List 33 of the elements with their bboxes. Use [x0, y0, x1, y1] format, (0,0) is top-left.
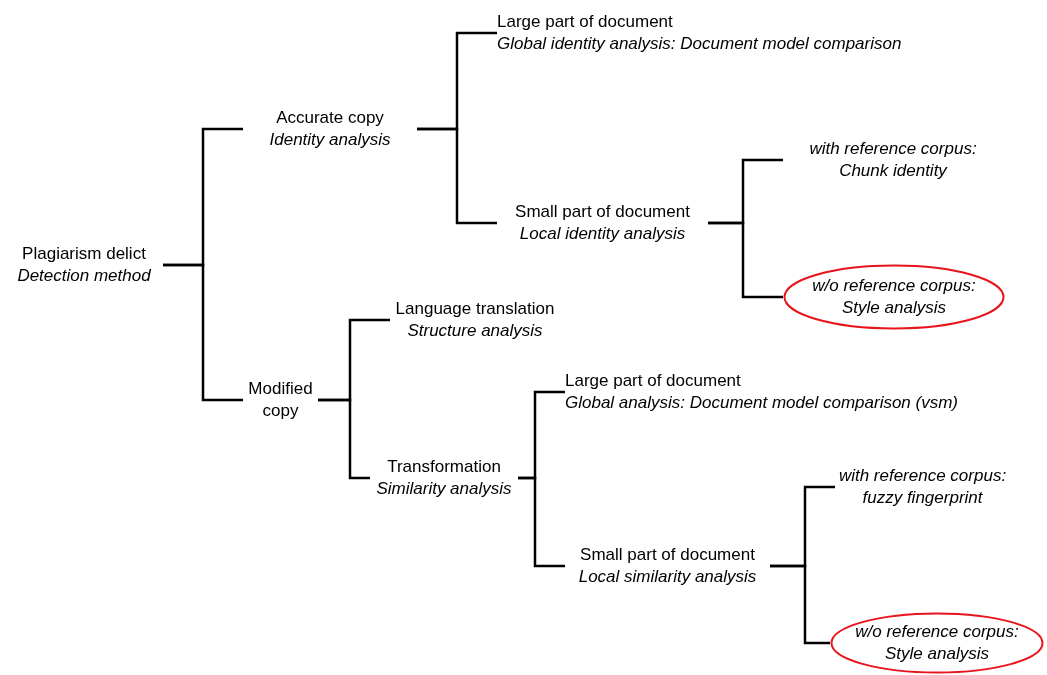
node-title: Plagiarism delict	[22, 243, 146, 265]
method-label: Chunk identity	[839, 160, 947, 182]
node-title: Accurate copy	[276, 107, 384, 129]
node-title: w/o reference corpus:	[812, 275, 976, 297]
connector-line	[708, 221, 783, 299]
node-title: Small part of document	[580, 544, 755, 566]
method-label: Local identity analysis	[519, 223, 686, 245]
method-label: Style analysis	[885, 643, 989, 665]
highlighted-ellipse	[783, 264, 1005, 330]
method-label: Identity analysis	[269, 129, 391, 151]
node-title: Transformation	[387, 456, 501, 478]
node-title: with reference corpus:	[838, 465, 1007, 487]
node-title: Large part of document	[497, 11, 673, 33]
connector-line	[770, 564, 830, 645]
node-title: Language translation	[395, 298, 555, 320]
connector-line	[518, 476, 565, 568]
method-label: Similarity analysis	[376, 478, 512, 500]
node-title: with reference corpus:	[809, 138, 977, 160]
method-label: fuzzy fingerprint	[862, 487, 983, 509]
method-label: Local similarity analysis	[578, 566, 757, 588]
highlighted-ellipse	[830, 612, 1044, 674]
method-label: Structure analysis	[407, 320, 543, 342]
method-label: Global identity analysis: Document model comparison	[497, 33, 902, 55]
connector-line	[417, 127, 497, 225]
node-title: Large part of document	[565, 370, 741, 392]
node-title: w/o reference corpus:	[855, 621, 1019, 643]
method-label: Global analysis: Document model comparison (vsm)	[565, 392, 959, 414]
method-label: Style analysis	[842, 297, 946, 319]
connector-line	[318, 398, 370, 480]
method-label: Detection method	[17, 265, 151, 287]
connector-line	[163, 263, 243, 402]
node-title: Small part of document	[515, 201, 690, 223]
node-title: Modified copy	[247, 378, 314, 422]
